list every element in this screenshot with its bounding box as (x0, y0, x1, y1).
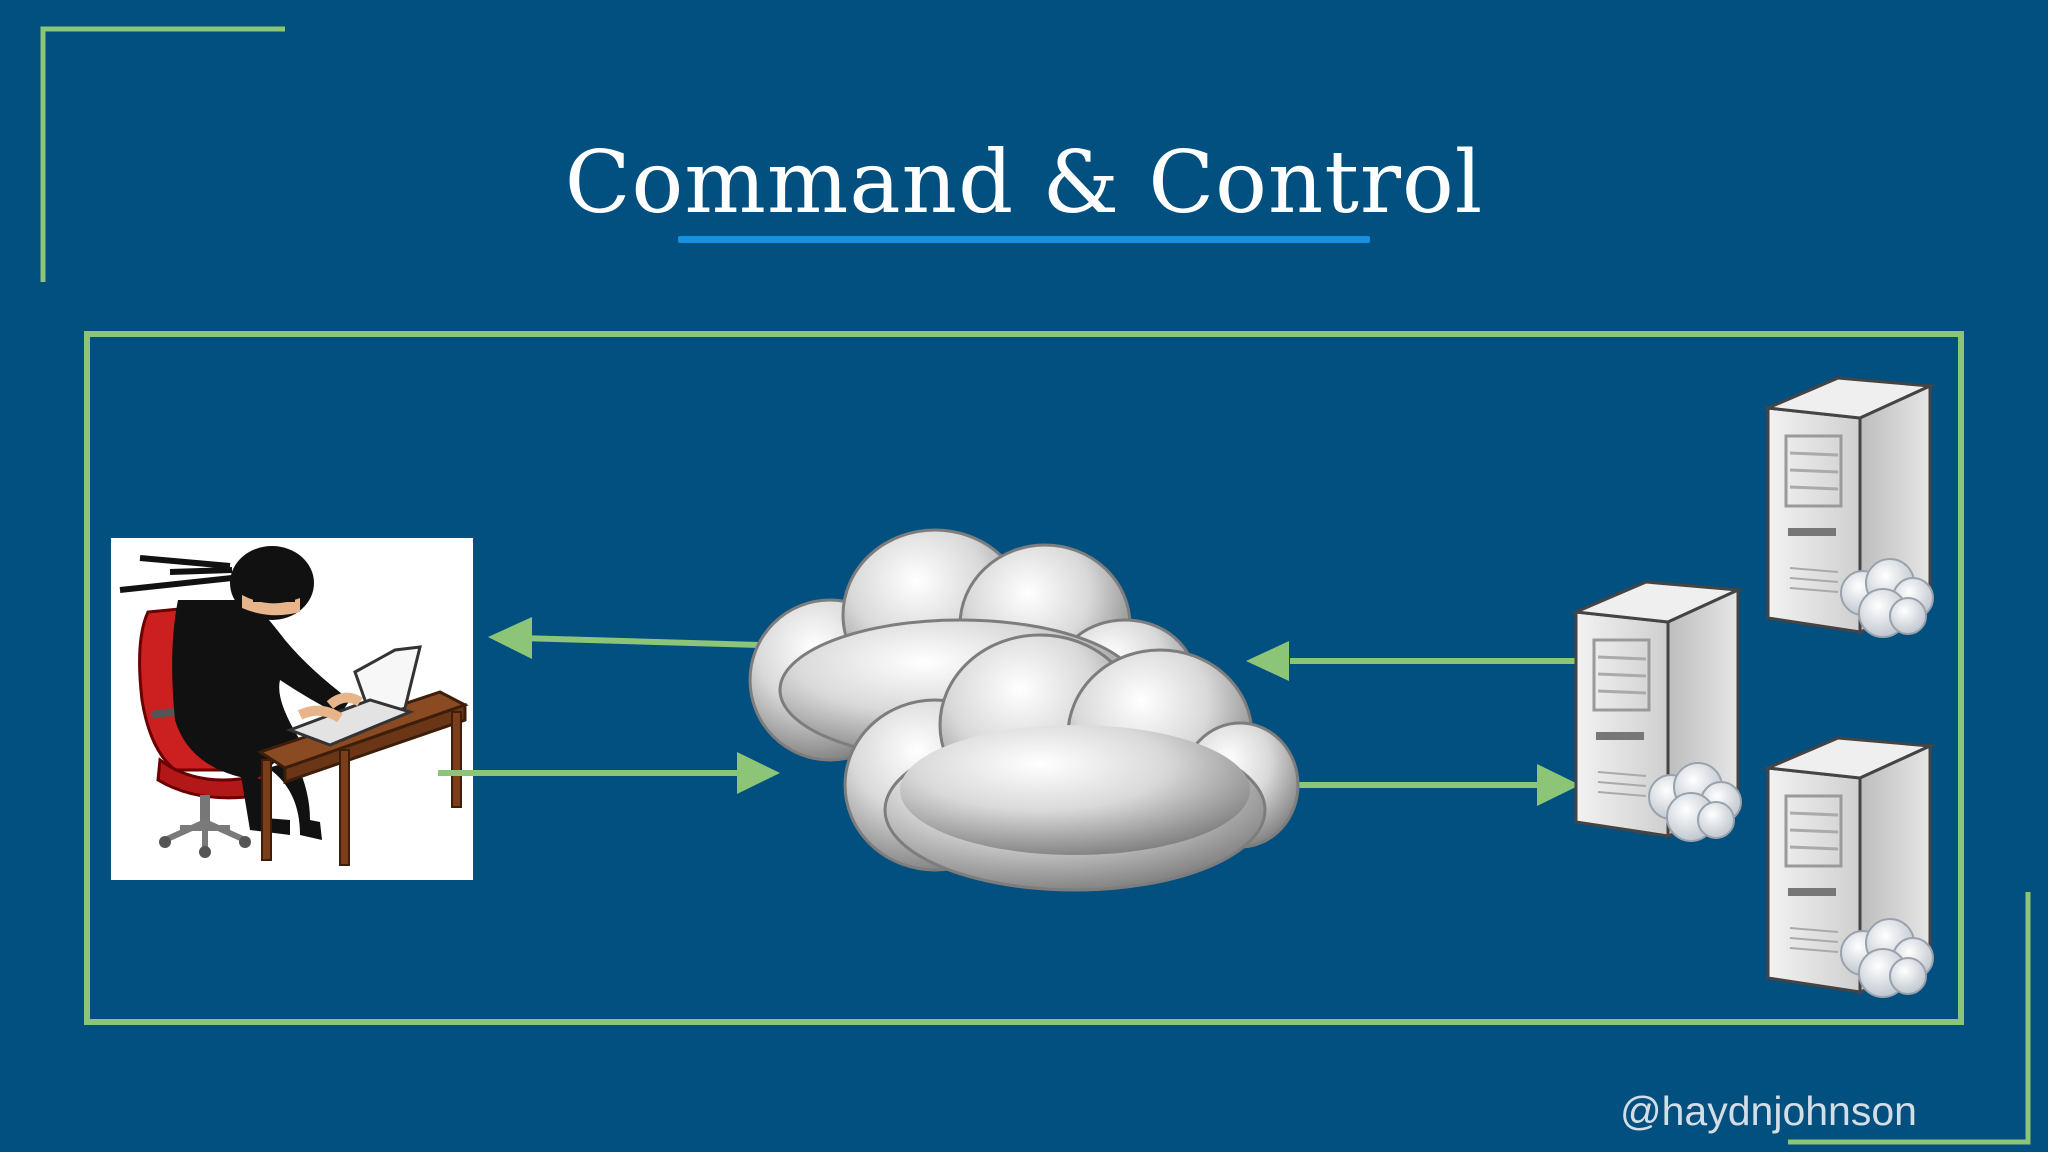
slide-title: Command & Control (0, 128, 2048, 238)
server-bottom (1762, 736, 1936, 998)
title-underline (678, 236, 1370, 243)
arrow-cloud-to-attacker-head (488, 617, 532, 659)
server-icon (1762, 376, 1936, 638)
server-icon (1762, 736, 1936, 998)
arrow-cloud-to-attacker (519, 635, 761, 648)
server-icon (1570, 580, 1744, 842)
server-cloud-badge-icon (1648, 762, 1742, 842)
server-cloud-badge-icon (1840, 918, 1934, 998)
server-top (1762, 376, 1936, 638)
cloud-icon (748, 528, 1300, 892)
author-handle: @haydnjohnson (1620, 1088, 1917, 1134)
corner-bracket-bottom-right (1788, 892, 2031, 1145)
server-cloud-badge-icon (1840, 558, 1934, 638)
ninja-hacker-icon (119, 546, 469, 866)
attacker-node (111, 538, 473, 880)
corner-bracket-top-left (40, 26, 285, 282)
diagram-frame (84, 331, 1964, 1025)
slide-title-text: Command & Control (564, 133, 1484, 233)
server-middle (1570, 580, 1744, 842)
arrow-server-to-cloud-head (1246, 641, 1289, 681)
arrow-attacker-to-cloud-head (737, 752, 780, 794)
arrow-cloud-to-server-head (1537, 764, 1580, 806)
